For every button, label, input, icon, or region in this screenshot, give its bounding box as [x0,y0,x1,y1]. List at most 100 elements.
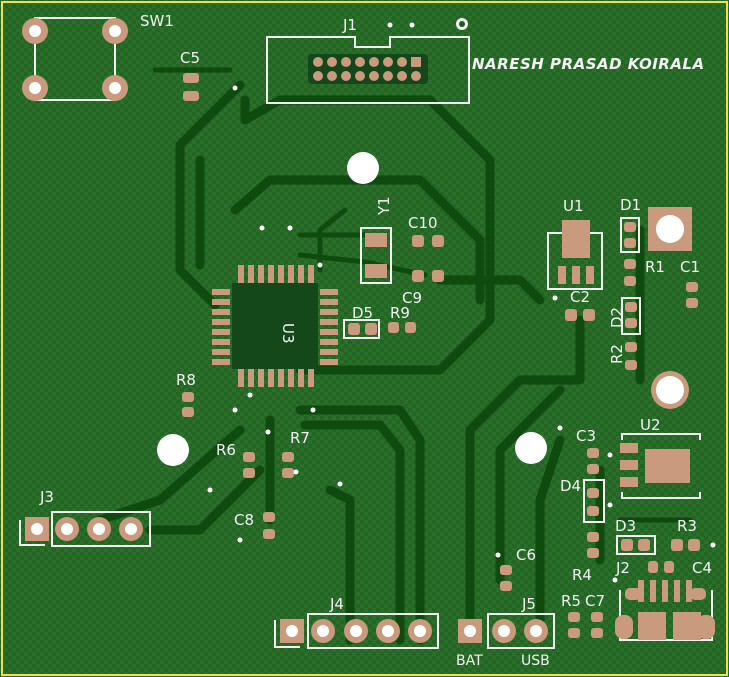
r4-pad [587,532,599,542]
label-u3: U3 [279,323,297,344]
d1-pad [624,222,636,232]
label-j1: J1 [342,16,357,34]
c7-pad [591,612,603,622]
j4-pin4-hole [382,625,394,637]
d4-pad [587,488,599,498]
c4-pad [648,561,658,573]
label-r6: R6 [216,441,236,459]
r3-pad [671,539,683,551]
d1-outline [620,217,640,253]
j4-outline [307,613,439,649]
j4-pin2-hole [317,625,329,637]
label-c3: C3 [576,427,596,445]
j1-outline [266,36,470,104]
d5-pad [348,323,360,335]
label-c5: C5 [180,49,200,67]
u1-pad [572,266,580,284]
u2-pad [620,443,638,453]
label-u2: U2 [640,416,661,434]
label-r4: R4 [572,566,592,584]
label-j4: J4 [329,595,344,613]
label-c6: C6 [516,546,536,564]
label-c7: C7 [585,592,605,610]
j4-pin5-hole [414,625,426,637]
c5-pad [183,91,199,101]
u2-pad [645,449,690,483]
j3-pin1-hole [31,523,43,535]
label-d5: D5 [352,304,373,322]
r9-pad [388,322,399,333]
label-c1: C1 [680,258,700,276]
label-r7: R7 [290,429,310,447]
label-c2: C2 [570,288,590,306]
r2-pad [625,360,637,370]
c7-pad [591,628,603,638]
label-d2: D2 [608,307,626,328]
u1-pad [562,220,590,258]
d2-outline [621,297,641,335]
mounting-hole-right [656,376,684,404]
sw1-footprint [22,17,128,101]
c1-pad [686,282,698,292]
j3-pin1-mark [19,520,45,546]
y1-pad [365,233,387,247]
r2-pad [625,342,637,352]
label-bat: BAT [456,653,483,669]
j3-pin2-hole [61,523,73,535]
c2-pad [565,309,577,321]
u1-pad [586,266,594,284]
label-r2: R2 [608,344,626,364]
j3-outline [51,511,151,547]
copper-traces [95,67,693,645]
c5-pad [183,73,199,83]
label-r1: R1 [645,258,665,276]
d3-pad [638,539,650,551]
square-pad-hole [656,215,684,243]
c8-pad [263,529,275,539]
r6-pad [243,452,255,462]
r7-pad [282,452,294,462]
r7-pad [282,468,294,478]
label-u1: U1 [563,197,584,215]
label-d3: D3 [615,517,636,535]
mounting-hole-center [515,432,547,464]
c6-pad [500,581,512,591]
j4-pin3-hole [350,625,362,637]
c9-pad [432,270,444,282]
r6-pad [243,468,255,478]
d5-pad [365,323,377,335]
label-r3: R3 [677,517,697,535]
label-d4: D4 [560,477,581,495]
j1-pins [308,54,428,84]
j4-pin1-mark [274,620,300,648]
label-c10: C10 [408,214,438,232]
label-y1: Y1 [375,196,393,216]
label-j3: J3 [39,488,54,506]
j5-outline [487,613,555,649]
author-name: NARESH PRASAD KOIRALA [472,55,705,73]
d2-pad [625,318,637,328]
label-usb: USB [521,653,550,669]
label-r5: R5 [561,592,581,610]
d4-outline [583,479,605,523]
d4-pad [587,506,599,516]
u2-outline [621,433,701,499]
u3-footprint [212,265,338,387]
j3-pin4-hole [125,523,137,535]
label-r9: R9 [390,304,410,322]
d1-pad [624,238,636,248]
d3-pad [621,539,633,551]
d3-outline [616,535,656,555]
label-d1: D1 [620,196,641,214]
y1-pad [365,264,387,278]
r9-pad [405,322,416,333]
c3-pad [587,448,599,458]
u2-pad [620,477,638,487]
j5-pin2-hole [498,625,510,637]
j3-pin3-hole [93,523,105,535]
j2-usb-footprint [615,580,715,641]
label-r8: R8 [176,371,196,389]
c6-pad [500,565,512,575]
